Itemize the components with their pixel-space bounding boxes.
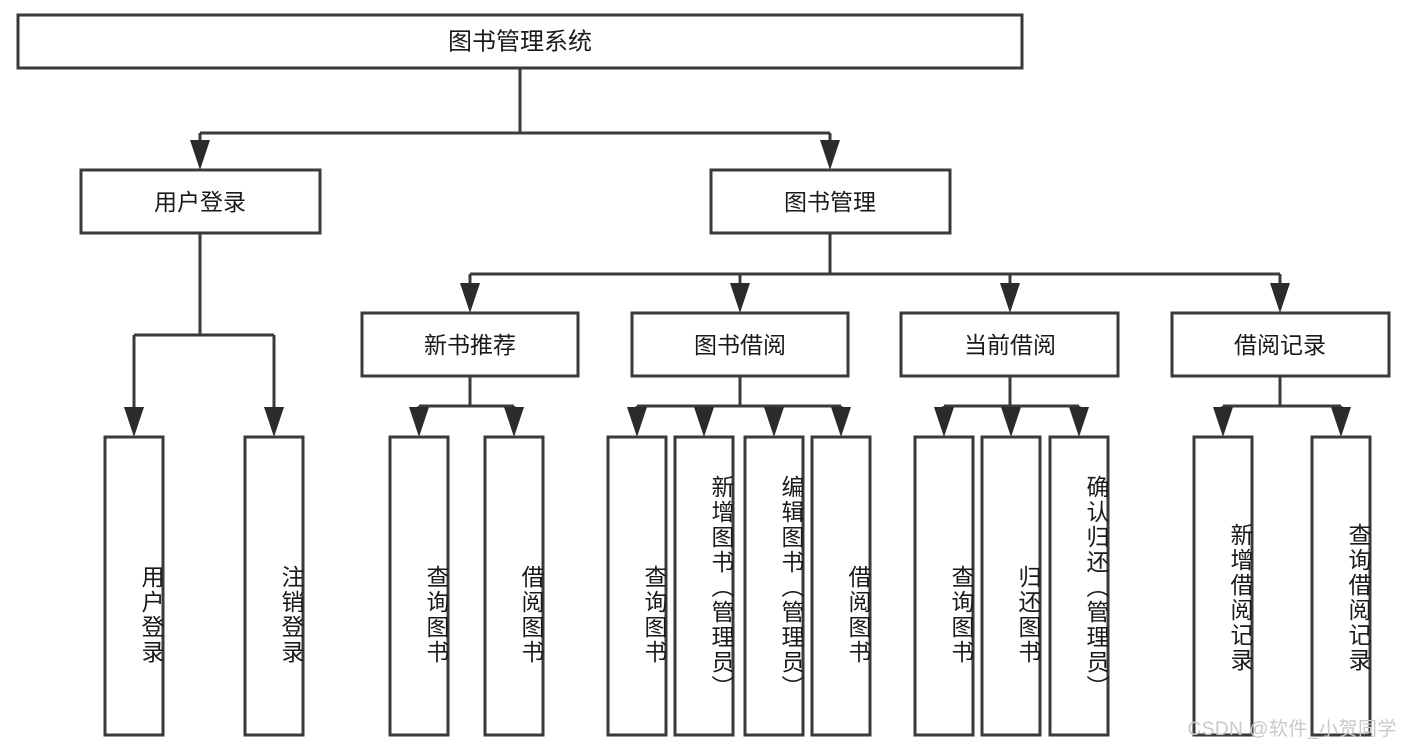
- csdn-watermark: CSDN @软件_小贺同学: [1187, 719, 1397, 740]
- connector-book-manage-to-level3: [460, 233, 1290, 313]
- arrow-to-book-manage: [820, 140, 840, 170]
- arrow-to-query-book-1: [409, 407, 429, 437]
- node-user-login[interactable]: 用户登录: [79, 168, 322, 235]
- arrow-to-query-book-2: [627, 407, 647, 437]
- leaf-box-query-book-1[interactable]: [388, 435, 450, 737]
- leaf-box-edit-book[interactable]: [743, 435, 805, 737]
- arrow-to-add-borrow-record: [1213, 407, 1233, 437]
- arrow-to-logout-leaf: [264, 407, 284, 437]
- arrow-to-query-borrow-record: [1331, 407, 1351, 437]
- connector-current-borrow-to-leaves: [934, 376, 1089, 437]
- arrow-to-borrow-record: [1270, 283, 1290, 313]
- arrow-to-user-login-leaf: [124, 407, 144, 437]
- arrow-to-edit-book: [764, 407, 784, 437]
- arrow-to-borrow-book-1: [504, 407, 524, 437]
- leaf-box-logout[interactable]: [243, 435, 305, 737]
- arrow-to-current-borrow: [1000, 283, 1020, 313]
- arrow-to-user-login: [190, 140, 210, 170]
- arrow-to-return-book: [1001, 407, 1021, 437]
- connector-user-login-to-leaves: [124, 233, 284, 437]
- node-new-book-recommend[interactable]: 新书推荐: [360, 311, 580, 378]
- leaf-box-confirm-return[interactable]: [1048, 435, 1110, 737]
- connector-root-to-level2: [190, 68, 840, 170]
- current-borrow-node-box[interactable]: [899, 311, 1120, 378]
- arrow-to-book-borrow: [730, 283, 750, 313]
- leaf-box-query-borrow-record[interactable]: [1310, 435, 1372, 737]
- new-book-recommend-node-box[interactable]: [360, 311, 580, 378]
- root-node-box[interactable]: [16, 13, 1024, 70]
- borrow-record-node-label: 借阅记录: [1234, 332, 1326, 358]
- arrow-to-query-book-3: [934, 407, 954, 437]
- node-current-borrow[interactable]: 当前借阅: [899, 311, 1120, 378]
- root-node-label: 图书管理系统: [448, 29, 592, 56]
- leaf-box-borrow-book-1[interactable]: [483, 435, 545, 737]
- node-borrow-record[interactable]: 借阅记录: [1170, 311, 1391, 378]
- current-borrow-node-label: 当前借阅: [964, 332, 1056, 358]
- arrow-to-borrow-book-2: [831, 407, 851, 437]
- node-book-manage[interactable]: 图书管理: [709, 168, 952, 235]
- node-root[interactable]: 图书管理系统: [16, 13, 1024, 70]
- leaf-box-user-login[interactable]: [103, 435, 165, 737]
- arrow-to-add-book: [694, 407, 714, 437]
- node-book-borrow[interactable]: 图书借阅: [630, 311, 850, 378]
- leaf-box-query-book-3[interactable]: [913, 435, 975, 737]
- new-book-recommend-node-label: 新书推荐: [424, 332, 516, 358]
- arrow-to-confirm-return: [1069, 407, 1089, 437]
- leaf-box-add-borrow-record[interactable]: [1192, 435, 1254, 737]
- leaf-box-return-book[interactable]: [980, 435, 1042, 737]
- connector-new-book-recommend-to-leaves: [409, 376, 524, 437]
- book-manage-node-label: 图书管理: [784, 189, 876, 215]
- arrow-to-new-book-recommend: [460, 283, 480, 313]
- connector-book-borrow-to-leaves: [627, 376, 851, 437]
- user-login-node-box[interactable]: [79, 168, 322, 235]
- user-login-node-label: 用户登录: [154, 189, 246, 215]
- leaf-box-add-book[interactable]: [673, 435, 735, 737]
- leaf-box-borrow-book-2[interactable]: [810, 435, 872, 737]
- book-borrow-node-label: 图书借阅: [694, 332, 786, 358]
- leaf-box-query-book-2[interactable]: [606, 435, 668, 737]
- connector-borrow-record-to-leaves: [1213, 376, 1351, 437]
